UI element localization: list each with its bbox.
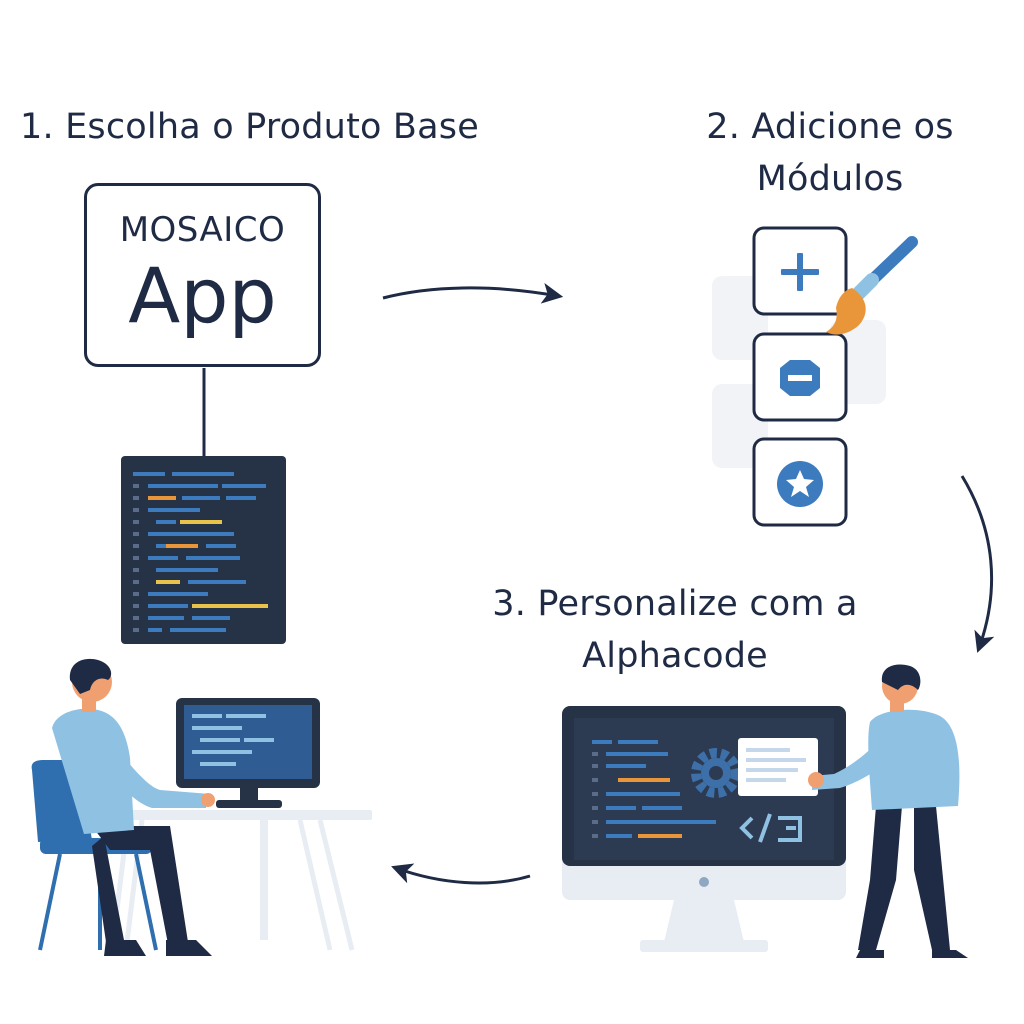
step-3-title-line-1: 3. Personalize com a	[492, 584, 858, 624]
designer-person-illustration	[808, 664, 968, 958]
step-3-title: 3. Personalize com a Alphacode	[440, 578, 910, 682]
code-panel	[121, 456, 286, 644]
step-3-title-line-2: Alphacode	[582, 636, 768, 676]
paint-brush-icon	[826, 236, 918, 335]
step-2-title-line-1: 2. Adicione os	[706, 107, 954, 147]
product-brand-label: MOSAICO	[119, 210, 286, 250]
developer-at-desk-illustration	[31, 658, 372, 956]
module-ghost-shape	[712, 384, 768, 468]
module-ghost-shape	[712, 276, 768, 360]
module-ghost-shape	[830, 320, 886, 404]
step-2-title: 2. Adicione os Módulos	[660, 101, 1000, 205]
arrow-step3-to-developer	[391, 863, 531, 885]
step-1-title: 1. Escolha o Produto Base	[20, 107, 479, 147]
module-tile-hexagon	[752, 332, 848, 422]
module-tile-star	[752, 437, 848, 527]
star-circle-icon	[777, 461, 823, 507]
gear-icon	[691, 748, 741, 798]
arrow-step2-to-step3	[960, 475, 995, 653]
floating-window-panel	[738, 738, 818, 796]
hexagon-minus-icon	[780, 360, 820, 396]
plus-icon	[781, 253, 819, 291]
product-base-card: MOSAICO App	[84, 183, 321, 367]
alphacode-workstation-illustration	[562, 664, 968, 958]
step-2-title-line-2: Módulos	[756, 159, 904, 199]
arrow-step1-to-step2	[382, 282, 564, 304]
product-name-label: App	[128, 251, 277, 340]
code-brackets-icon	[739, 813, 802, 843]
module-tile-plus	[752, 226, 848, 316]
